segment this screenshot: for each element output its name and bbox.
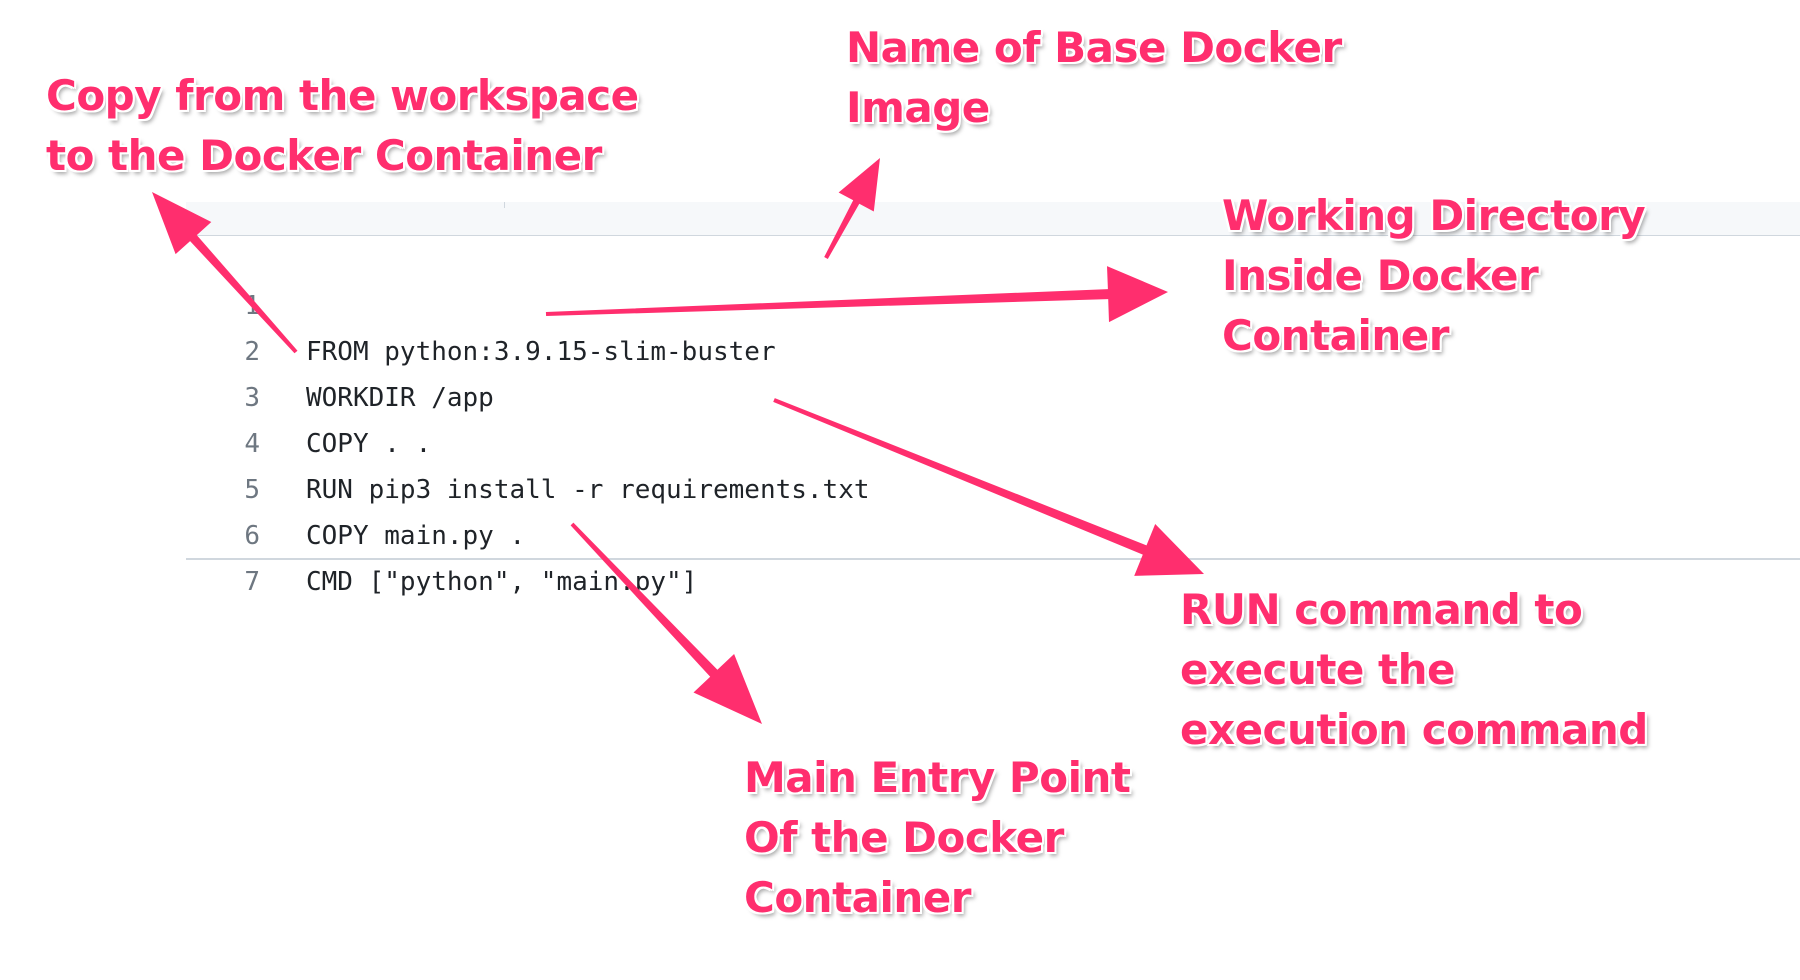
annotation-line: to the Docker Container bbox=[46, 131, 602, 180]
header-divider-tick bbox=[504, 202, 505, 208]
code-text: COPY . . bbox=[306, 429, 432, 459]
code-line-4: 4 RUN pip3 install -r requirements.txt bbox=[186, 375, 1086, 505]
annotation-copy: Copy from the workspace to the Docker Co… bbox=[46, 66, 639, 186]
code-view-header bbox=[186, 202, 1800, 236]
annotation-line: Name of Base Docker bbox=[846, 23, 1342, 72]
code-line-1: 1 FROM python:3.9.15-slim-buster bbox=[186, 237, 1086, 367]
annotation-line: Copy from the workspace bbox=[46, 71, 639, 120]
annotation-line: Container bbox=[744, 873, 972, 922]
code-view-bottom-border bbox=[186, 558, 1800, 560]
annotation-entry: Main Entry Point Of the Docker Container bbox=[744, 748, 1131, 928]
line-number: 3 bbox=[244, 383, 260, 413]
code-line-2: 2 WORKDIR /app bbox=[186, 283, 1086, 413]
code-line-7: 7 bbox=[186, 513, 1086, 597]
line-number: 4 bbox=[244, 429, 260, 459]
annotation-line: Main Entry Point bbox=[744, 753, 1131, 802]
line-number: 7 bbox=[244, 567, 260, 597]
annotation-line: Image bbox=[846, 83, 990, 132]
line-number: 6 bbox=[244, 521, 260, 551]
code-text: COPY main.py . bbox=[306, 521, 526, 551]
annotation-run: RUN command to execute the execution com… bbox=[1180, 580, 1648, 760]
code-line-5: 5 COPY main.py . bbox=[186, 421, 1086, 551]
annotation-line: execution command bbox=[1180, 705, 1648, 754]
code-text: CMD ["python", "main.py"] bbox=[306, 567, 698, 597]
code-text: WORKDIR /app bbox=[306, 383, 494, 413]
annotation-base-image: Name of Base Docker Image bbox=[846, 18, 1342, 138]
code-line-3: 3 COPY . . bbox=[186, 329, 1086, 459]
code-line-6: 6 CMD ["python", "main.py"] bbox=[186, 467, 1086, 597]
annotation-line: Container bbox=[1222, 311, 1450, 360]
annotation-workdir: Working Directory Inside Docker Containe… bbox=[1222, 186, 1646, 366]
annotation-line: RUN command to bbox=[1180, 585, 1583, 634]
line-number: 5 bbox=[244, 475, 260, 505]
code-text: FROM python:3.9.15-slim-buster bbox=[306, 337, 776, 367]
annotation-line: Working Directory bbox=[1222, 191, 1646, 240]
annotation-line: Inside Docker bbox=[1222, 251, 1539, 300]
annotation-line: execute the bbox=[1180, 645, 1456, 694]
annotation-line: Of the Docker bbox=[744, 813, 1064, 862]
